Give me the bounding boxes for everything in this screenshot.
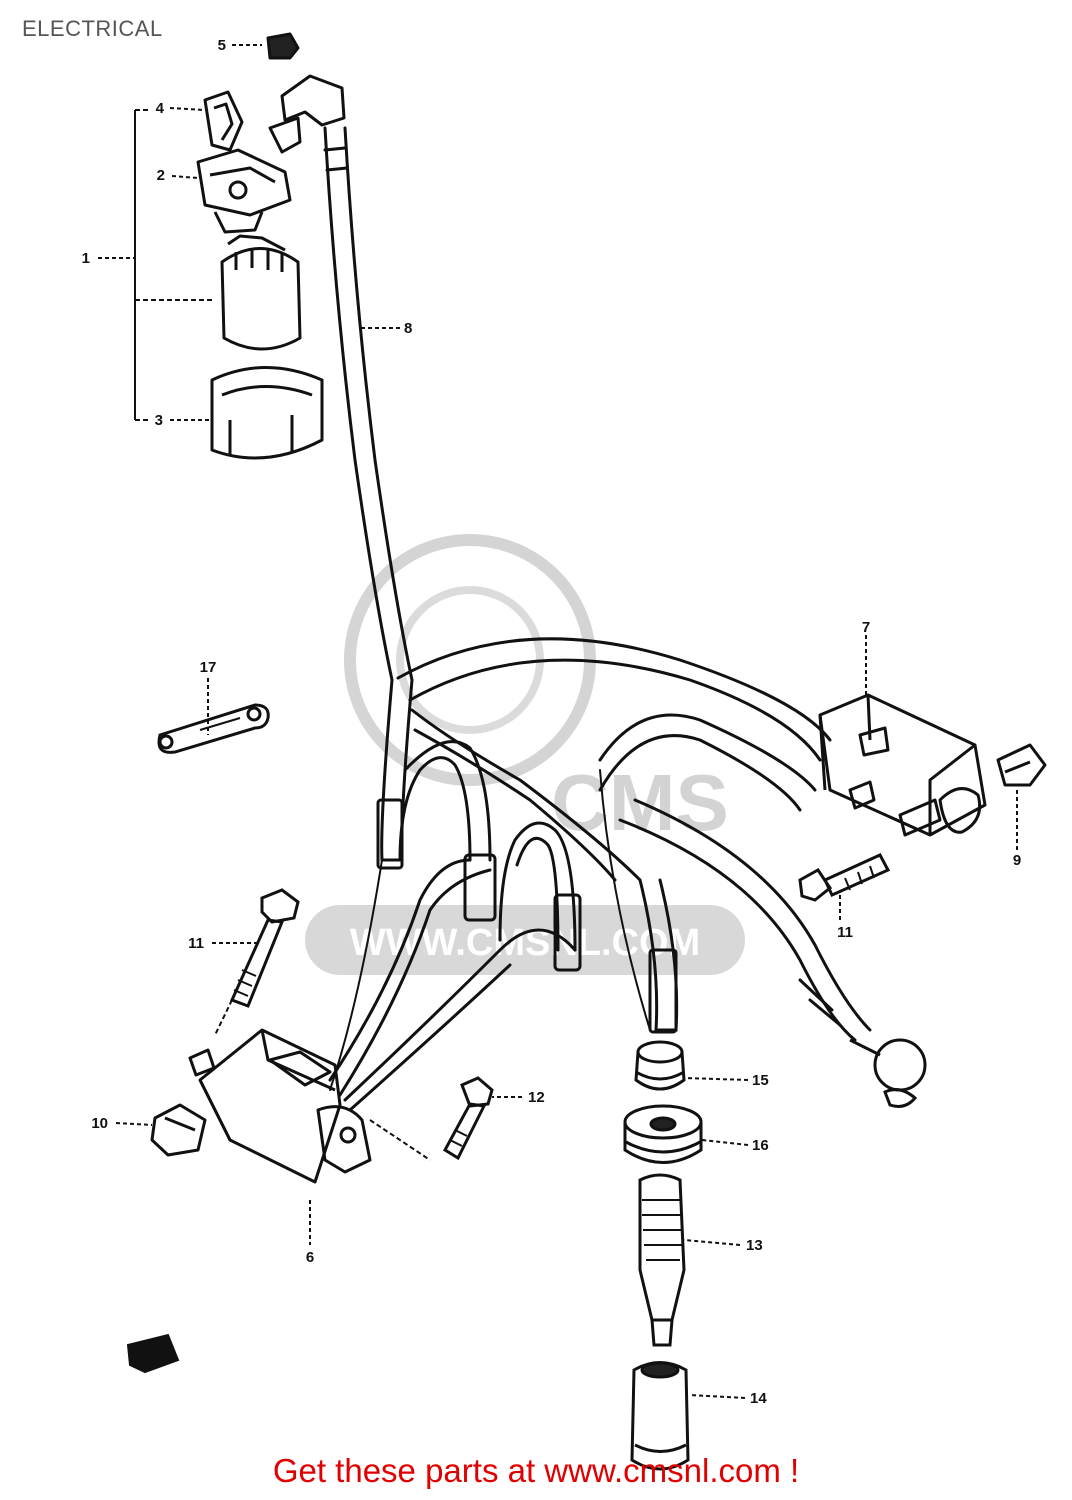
ignition-switch-assembly xyxy=(134,32,346,460)
part-11-bolt-right xyxy=(798,853,891,902)
part-17-clamp xyxy=(157,703,270,754)
part-4-key xyxy=(203,90,244,152)
part-10-cap xyxy=(150,1103,207,1157)
part-5-cap xyxy=(266,32,300,60)
footer: Get these parts at www.cmsnl.com ! xyxy=(0,1452,1072,1490)
part-16-seal xyxy=(623,1104,703,1164)
callout-3: 3 xyxy=(155,412,163,429)
part-13-spark-plug xyxy=(638,1173,686,1347)
callout-11-left: 11 xyxy=(188,935,204,952)
watermark: CMS WWW.CMSNL.COM xyxy=(305,534,745,975)
callout-labels: 1 2 3 4 5 6 7 8 9 10 11 11 12 13 14 15 1… xyxy=(82,37,1022,1407)
get-parts-link[interactable]: Get these parts at www.cmsnl.com ! xyxy=(272,1452,800,1489)
callout-14: 14 xyxy=(750,1390,767,1407)
part-2-switch-head xyxy=(196,148,292,217)
part-3-cover xyxy=(210,366,324,460)
spark-plug-parts-stack xyxy=(623,1040,703,1471)
part-7-ignition-coil xyxy=(818,693,1047,837)
callout-8: 8 xyxy=(404,320,412,337)
wiring-harness xyxy=(323,126,872,1112)
callouts xyxy=(98,44,1018,1399)
callout-4: 4 xyxy=(156,100,165,117)
callout-1: 1 xyxy=(82,250,90,267)
callout-12: 12 xyxy=(528,1089,545,1106)
part-14-plug-cap xyxy=(630,1361,690,1471)
callout-2: 2 xyxy=(157,167,165,184)
callout-11-right: 11 xyxy=(837,924,853,941)
part-12-bolt xyxy=(443,1076,494,1161)
plug-cap-right xyxy=(849,1038,927,1108)
part-11-bolt-left xyxy=(229,888,300,1008)
callout-15: 15 xyxy=(752,1072,769,1089)
small-clip-part xyxy=(126,1333,180,1374)
part-1-switch-body xyxy=(220,247,302,351)
callout-16: 16 xyxy=(752,1137,769,1154)
callout-10: 10 xyxy=(91,1115,108,1132)
callout-7: 7 xyxy=(862,619,870,636)
callout-5: 5 xyxy=(218,37,226,54)
part-6-ignition-coil xyxy=(150,999,431,1184)
part-15-grommet xyxy=(634,1040,686,1091)
callout-13: 13 xyxy=(746,1237,763,1254)
callout-17: 17 xyxy=(200,659,217,676)
page-title: ELECTRICAL xyxy=(22,16,163,41)
callout-9: 9 xyxy=(1013,852,1021,869)
callout-6: 6 xyxy=(306,1249,314,1266)
